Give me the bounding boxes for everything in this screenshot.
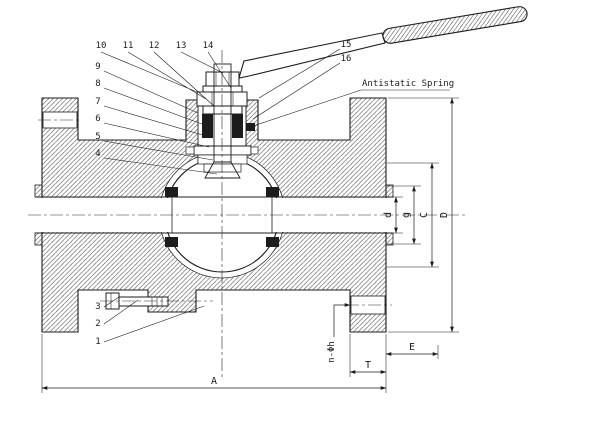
part-label-16: 16 [341,54,352,64]
handle-grip [382,6,528,44]
part-label-12: 12 [149,41,160,51]
dimensions: d g C D A T E n-Φh [41,97,459,393]
antistatic-spring-label: Antistatic Spring [362,79,454,89]
stud [250,146,259,155]
dim-label-bolt-holes: n-Φh [327,341,337,363]
part-label-10: 10 [96,41,107,51]
drain-bolt-shank [118,296,169,307]
part-label-7: 7 [95,97,100,107]
dim-label-g: g [401,212,412,218]
part-label-4: 4 [95,149,100,159]
part-label-5: 5 [95,132,100,142]
centerlines [28,50,466,378]
part-label-13: 13 [176,41,187,51]
gland-flange [193,145,252,156]
dim-label-E: E [409,342,415,353]
bonnet-step [203,163,242,173]
part-label-1: 1 [95,337,100,347]
dim-label-C: C [419,212,430,218]
stem-packing [232,114,243,138]
part-label-2: 2 [95,319,100,329]
part-label-6: 6 [95,114,100,124]
seat-ring [165,237,178,247]
bonnet-step [197,154,248,165]
part-label-9: 9 [95,62,100,72]
stem-packing [202,114,213,138]
raised-face [34,184,43,198]
stud [185,146,195,155]
handle [238,6,528,79]
stem-nut [205,71,240,87]
gland-bush [202,105,243,115]
gland-nut-facets [211,92,234,106]
part-label-3: 3 [95,302,100,312]
dim-label-T: T [365,360,371,371]
part-label-14: 14 [203,41,214,51]
part-label-11: 11 [123,41,134,51]
part-label-8: 8 [95,79,100,89]
raised-face [34,232,43,246]
leader-bolt-holes [333,303,351,337]
dim-label-D: D [439,212,450,218]
raised-face [385,184,394,198]
seat-ring [266,237,279,247]
washer [202,85,243,93]
seat-ring [165,187,178,197]
dim-label-d: d [383,212,394,218]
seat-ring [266,187,279,197]
part-callouts: 10 11 12 13 14 15 16 9 8 7 6 5 4 3 2 1 A… [95,40,454,347]
handle-lever [238,32,386,79]
bore-line [35,196,393,234]
leader-lines [100,48,450,343]
dim-label-A: A [211,376,217,387]
stem-nut-facets [215,72,230,86]
raised-face [385,232,394,246]
drain-threads [151,297,163,306]
part-label-15: 15 [341,40,352,50]
